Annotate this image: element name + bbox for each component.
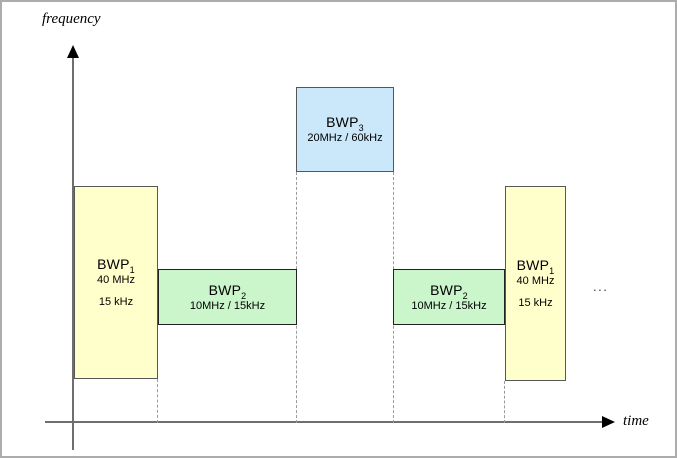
time-axis-line <box>45 421 603 423</box>
bwp1-label: BWP1 <box>516 257 555 276</box>
bwp2-block-first: BWP2 10MHz / 15kHz <box>158 269 297 325</box>
guide-dashed-line-bwp1-end <box>157 379 158 423</box>
bwp3-block: BWP3 20MHz / 60kHz <box>296 87 394 172</box>
bwp1-subcarrier-spacing: 15 kHz <box>98 296 134 308</box>
time-axis-arrowhead-icon <box>602 416 615 428</box>
continuation-ellipsis: ... <box>593 279 609 294</box>
frequency-axis-arrowhead-icon <box>67 45 79 58</box>
bwp1-block-repeat: BWP1 40 MHz 15 kHz <box>505 186 566 381</box>
bwp3-label: BWP3 <box>326 114 364 133</box>
bwp3-spec: 20MHz / 60kHz <box>307 132 383 144</box>
bwp1-label: BWP1 <box>97 256 135 275</box>
bwp2-spec: 10MHz / 15kHz <box>411 299 487 312</box>
bwp2-block-second: BWP2 10MHz / 15kHz <box>393 269 505 325</box>
bwp1-subcarrier-spacing: 15 kHz <box>518 297 553 309</box>
bwp2-label: BWP2 <box>208 281 247 301</box>
frequency-axis-line <box>72 56 74 450</box>
bwp1-bandwidth: 40 MHz <box>516 275 555 287</box>
bwp2-label: BWP2 <box>430 281 468 301</box>
bwp2-spec: 10MHz / 15kHz <box>189 299 266 312</box>
frequency-axis-label: frequency <box>42 11 101 27</box>
bwp1-block-first: BWP1 40 MHz 15 kHz <box>74 186 158 379</box>
guide-dashed-line-bwp1-repeat-start <box>504 381 505 423</box>
bwp1-bandwidth: 40 MHz <box>97 274 135 286</box>
time-axis-label: time <box>623 413 649 429</box>
